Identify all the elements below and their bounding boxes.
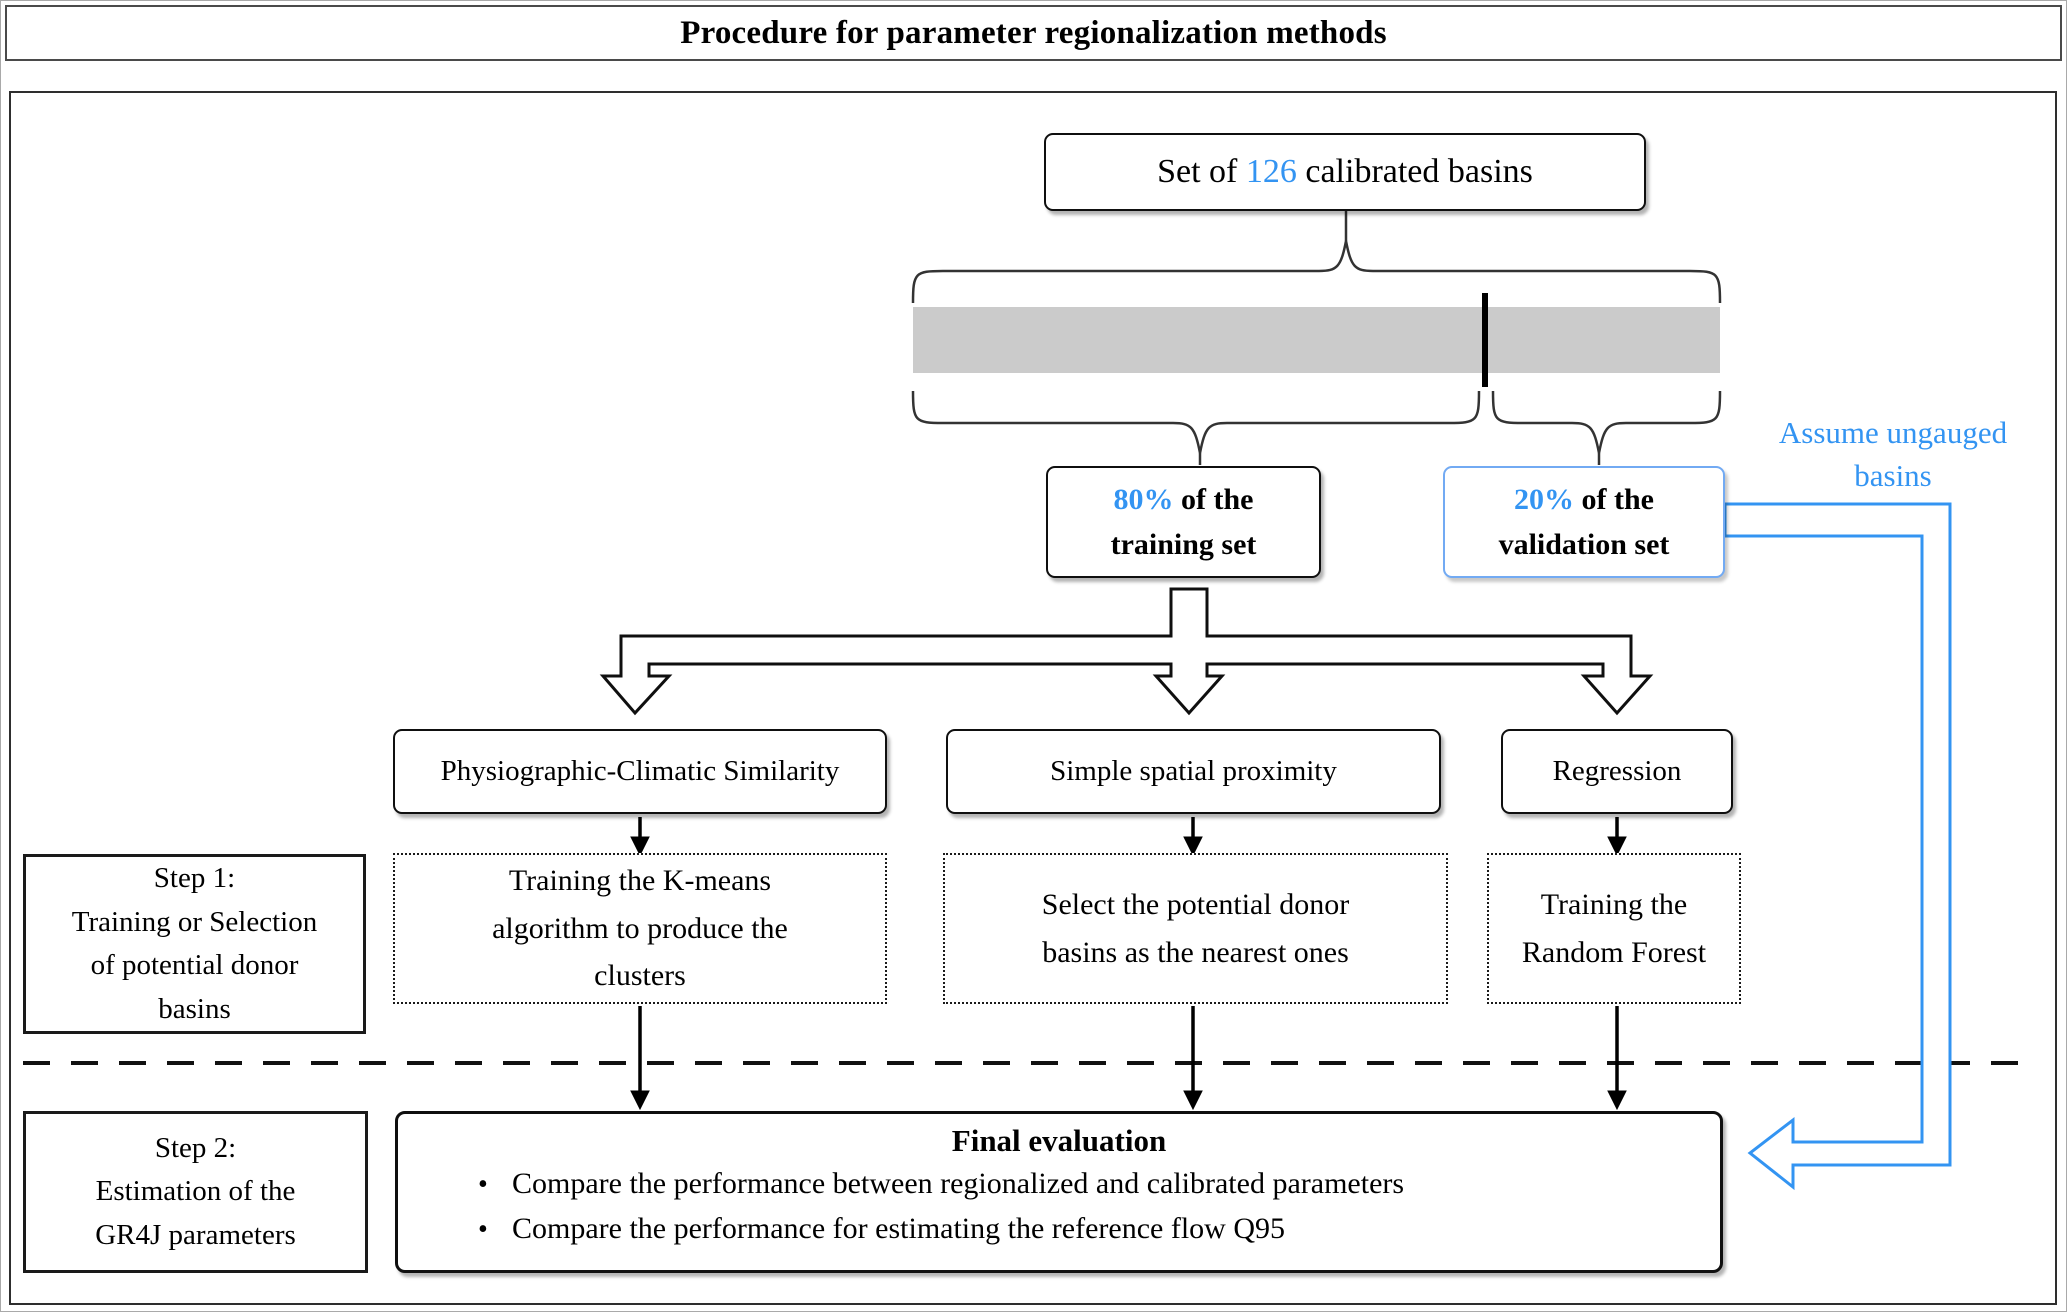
final-bullet-2: • Compare the performance for estimating…	[398, 1206, 1720, 1252]
arrow-head	[1607, 836, 1627, 857]
arrow-head	[630, 836, 650, 857]
assume-ungauged-label: Assume ungauged basins	[1778, 415, 2008, 494]
training-percent: 80%	[1113, 483, 1174, 516]
method-box-regression: Regression	[1501, 729, 1733, 814]
validation-set-line1: 20% of the	[1514, 477, 1654, 522]
validation-percent: 20%	[1514, 483, 1574, 516]
set-box-pre: Set of	[1157, 153, 1246, 190]
final-bullet-1-text: Compare the performance between regional…	[512, 1166, 1405, 1200]
task-box-donor-selection: Select the potential donor basins as the…	[943, 853, 1448, 1004]
validation-set-box: 20% of the validation set	[1443, 466, 1725, 578]
diagram-title-bar: Procedure for parameter regionalization …	[5, 5, 2062, 61]
method-box-proximity: Simple spatial proximity	[946, 729, 1441, 814]
dataset-bar	[913, 307, 1720, 373]
final-bullet-2-text: Compare the performance for estimating t…	[512, 1212, 1285, 1246]
arrow-head	[1183, 1090, 1203, 1111]
set-box-post: calibrated basins	[1296, 153, 1533, 190]
final-evaluation-title: Final evaluation	[951, 1123, 1167, 1158]
training-line1-rest: of the	[1173, 483, 1254, 516]
set-box-text: Set of 126 calibrated basins	[1157, 153, 1533, 191]
method-to-task-arrows	[630, 817, 1627, 857]
arrow-head	[1183, 836, 1203, 857]
step2-label-box: Step 2: Estimation of the GR4J parameter…	[23, 1111, 368, 1273]
top-brace	[911, 240, 1722, 304]
final-evaluation-box: Final evaluation • Compare the performan…	[395, 1111, 1723, 1273]
ungauged-return-arrow	[1723, 502, 1952, 1191]
bullet-glyph: •	[478, 1168, 488, 1200]
basin-count: 126	[1245, 153, 1297, 190]
method-box-similarity: Physiographic-Climatic Similarity	[393, 729, 887, 814]
validation-set-line2: validation set	[1498, 528, 1670, 561]
diagram-title: Procedure for parameter regionalization …	[680, 14, 1387, 51]
diagram-frame	[9, 91, 2057, 1305]
training-set-line2: training set	[1110, 528, 1257, 561]
bullet-glyph: •	[478, 1214, 488, 1246]
arrow-head	[1607, 1090, 1627, 1111]
training-set-box: 80% of the training set	[1046, 466, 1321, 578]
set-of-basins-box: Set of 126 calibrated basins	[1044, 133, 1646, 211]
task-box-kmeans: Training the K-means algorithm to produc…	[393, 853, 887, 1004]
task-to-final-arrows	[630, 1006, 1627, 1111]
step1-label-box: Step 1: Training or Selection of potenti…	[23, 854, 366, 1034]
validation-line1-rest: of the	[1574, 483, 1654, 516]
training-brace	[911, 390, 1481, 454]
arrow-head	[630, 1090, 650, 1111]
task-box-random-forest: Training the Random Forest	[1487, 853, 1741, 1004]
training-set-line1: 80% of the	[1114, 477, 1254, 522]
final-bullet-1: • Compare the performance between region…	[398, 1161, 1720, 1207]
split-arrow	[599, 587, 1654, 716]
validation-brace	[1491, 390, 1722, 454]
